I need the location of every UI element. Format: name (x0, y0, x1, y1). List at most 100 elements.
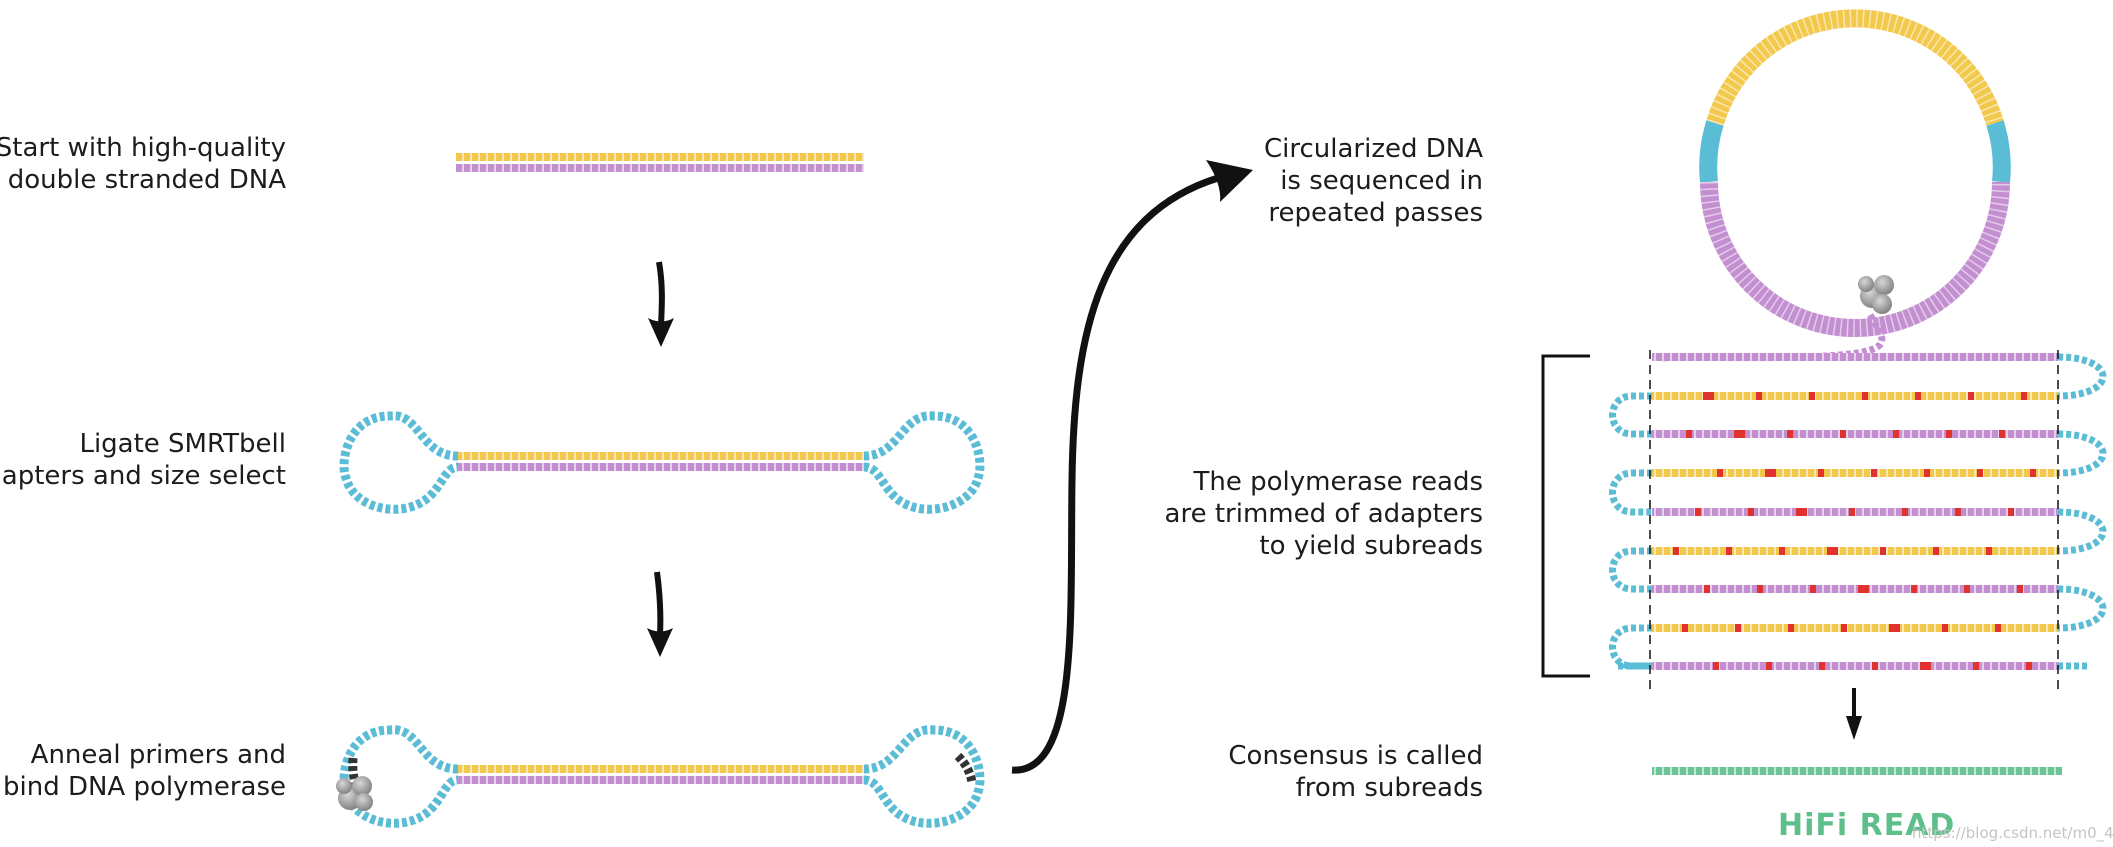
sequencing-error (1841, 624, 1847, 632)
sequencing-error (1995, 624, 2001, 632)
subread-bracket (1541, 354, 1590, 678)
sequencing-error (1801, 508, 1807, 516)
sequencing-error (1726, 547, 1732, 555)
sequencing-error (1832, 547, 1838, 555)
sequencing-error (2026, 662, 2032, 670)
adapter-cut-lines (1649, 350, 2059, 690)
sequencing-error (1673, 547, 1679, 555)
sequencing-error (1871, 469, 1877, 477)
adapter-turn (1609, 392, 1652, 438)
sequencing-error (1788, 624, 1794, 632)
subread-row (1652, 353, 2058, 361)
subread-row (1652, 624, 2058, 632)
sequencing-error (1734, 430, 1740, 438)
sequencing-error (1713, 662, 1719, 670)
sequencing-error (1872, 662, 1878, 670)
down-arrow-1 (648, 261, 674, 347)
sequencing-error (1765, 469, 1771, 477)
sequencing-error (1757, 585, 1763, 593)
sequencing-error (1818, 469, 1824, 477)
sequencing-error (1973, 662, 1979, 670)
sequencing-error (1819, 662, 1825, 670)
sequencing-error (1810, 585, 1816, 593)
sequencing-error (1796, 508, 1802, 516)
subread-rows (1609, 353, 2107, 670)
adapter-turn (1609, 547, 1652, 593)
sequencing-error (1748, 508, 1754, 516)
polymerase-blob (336, 776, 373, 811)
adapter-turn (1609, 624, 1652, 670)
sequencing-error (1735, 624, 1741, 632)
sequencing-error (1894, 624, 1900, 632)
sequencing-error (1779, 547, 1785, 555)
adapter-turn (2057, 585, 2107, 632)
down-arrow-2 (647, 571, 673, 657)
subread-row (1652, 469, 2058, 477)
sequencing-error (2030, 469, 2036, 477)
sequencing-error (1766, 662, 1772, 670)
down-arrow-consensus (1846, 688, 1862, 740)
sequencing-error (1915, 392, 1921, 400)
sequencing-error (1686, 430, 1692, 438)
adapter-turn (2057, 508, 2107, 555)
adapter-turn (2057, 430, 2107, 477)
sequencing-error (1827, 547, 1833, 555)
sequencing-error (2021, 392, 2027, 400)
sequencing-error (1942, 624, 1948, 632)
subread-row (1652, 662, 2058, 670)
sequencing-error (1862, 392, 1868, 400)
sequencing-error (1924, 469, 1930, 477)
sequencing-error (1925, 662, 1931, 670)
watermark: https://blog.csdn.net/m0_49960764 (1912, 824, 2113, 842)
linear-dsdna (456, 153, 864, 172)
sequencing-error (1809, 392, 1815, 400)
subread-row (1652, 430, 2058, 438)
sequencing-error (1999, 430, 2005, 438)
sequencing-error (1708, 392, 1714, 400)
sequencing-error (1893, 430, 1899, 438)
consensus-read (1652, 767, 2062, 775)
smrtbell-template (339, 411, 985, 514)
sequencing-error (1770, 469, 1776, 477)
sequencing-error (1739, 430, 1745, 438)
sequencing-error (1968, 392, 1974, 400)
sequencing-error (1889, 624, 1895, 632)
sequencing-error (2008, 508, 2014, 516)
sequencing-error (1977, 469, 1983, 477)
hifi-read-badge: HiFi READ (1778, 808, 1956, 843)
sequencing-error (1880, 547, 1886, 555)
sequencing-error (1858, 585, 1864, 593)
sequencing-error (1946, 430, 1952, 438)
sequencing-error (1849, 508, 1855, 516)
sequencing-error (1955, 508, 1961, 516)
primed-smrtbell (336, 725, 985, 828)
subread-row (1652, 547, 2058, 555)
sequencing-error (2017, 585, 2023, 593)
sequencing-error (1863, 585, 1869, 593)
sequencing-error (1682, 624, 1688, 632)
sequencing-error (1756, 392, 1762, 400)
sequencing-error (1695, 508, 1701, 516)
circular-dna (1659, 9, 2011, 362)
curved-arrow (1011, 160, 1253, 774)
polymerase-on-circle (1858, 275, 1894, 314)
subread-row (1652, 392, 2058, 400)
sequencing-error (1717, 469, 1723, 477)
sequencing-error (1902, 508, 1908, 516)
sequencing-error (1986, 547, 1992, 555)
sequencing-error (1703, 392, 1709, 400)
adapter-turn (2057, 353, 2107, 400)
sequencing-error (1787, 430, 1793, 438)
sequencing-error (1933, 547, 1939, 555)
sequencing-error (1964, 585, 1970, 593)
adapter-turn (1609, 469, 1652, 516)
sequencing-error (1840, 430, 1846, 438)
sequencing-error (1920, 662, 1926, 670)
